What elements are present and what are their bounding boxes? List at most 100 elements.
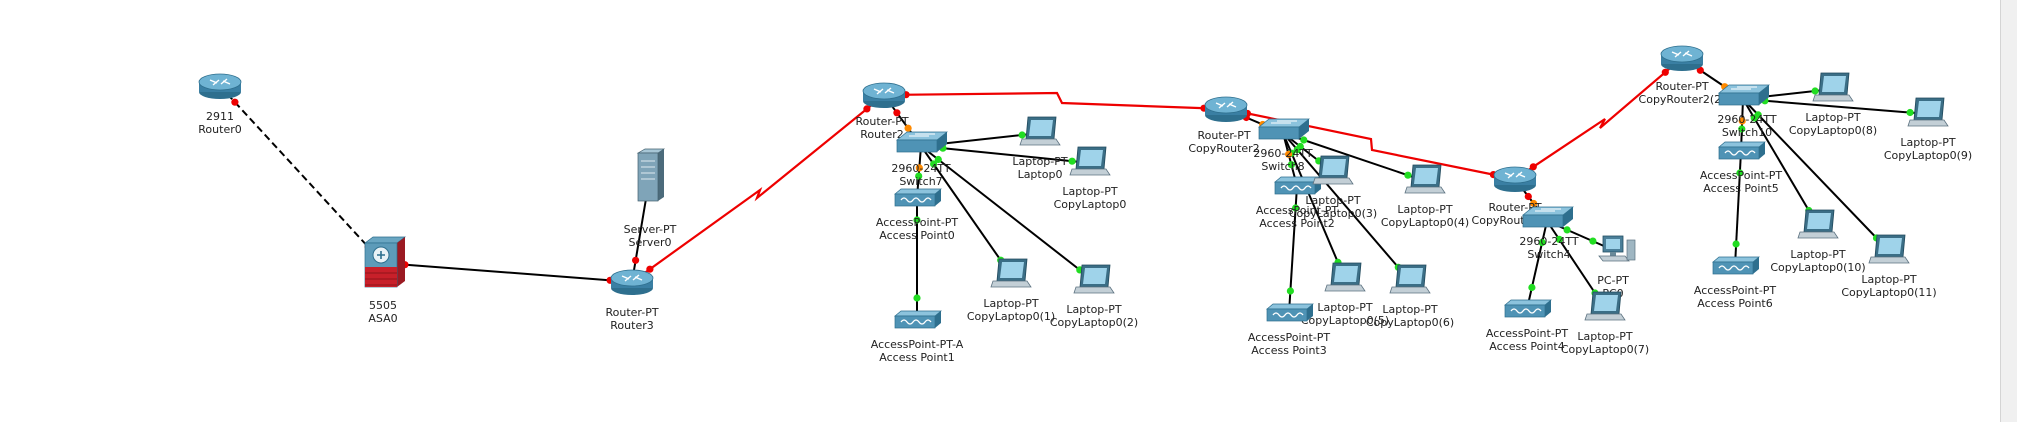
device-name-label: CopyLaptop0(4) [1381,216,1469,229]
port-status-switch10-ap5-b [1738,125,1746,133]
device-model-label: Laptop-PT [983,297,1038,310]
link-copyrouter2_1-to-copyrouter2_2[interactable] [1514,57,1683,180]
link-router2-to-copyrouter2[interactable] [883,91,1227,111]
server-icon [636,148,666,202]
device-name-label: Router2 [860,128,903,141]
access-point-icon [1712,256,1760,275]
link-switch8-to-copylaptop0_5[interactable] [1282,132,1346,280]
router-icon [1660,45,1704,71]
laptop-icon [1584,291,1626,321]
device-name-label: CopyLaptop0(1) [967,310,1055,323]
laptop-icon [1404,164,1446,194]
device-name-label: Access Point5 [1703,182,1778,195]
device-model-label: Server-PT [624,223,677,236]
device-name-label: CopyRouter2(2) [1639,93,1726,106]
laptop-icon [1389,264,1431,294]
link-switch7-to-copylaptop0_1[interactable] [920,145,1012,276]
device-name-label: Access Point1 [879,351,954,364]
link-router0-to-asa0[interactable] [219,85,384,264]
port-status-switch4-ap4-b [1528,283,1536,292]
device-pc0[interactable]: PC-PTPC0 [1597,235,1636,300]
link-switch7-to-copylaptop0[interactable] [920,145,1091,164]
device-model-label: Laptop-PT [1066,303,1121,316]
port-status-switch10-copylaptop0_8-b [1811,87,1819,95]
device-name-label: Router3 [610,319,653,332]
link-switch10-to-copylaptop0_9[interactable] [1742,98,1929,115]
device-model-label: 2960-24TT [891,162,950,175]
device-name-label: CopyLaptop0(9) [1884,149,1972,162]
device-model-label: AccessPoint-PT [1256,204,1339,217]
access-point-icon [1266,303,1314,322]
port-status-copyrouter2_1-copyrouter2_2-b [1661,68,1669,76]
router-icon [198,73,242,99]
link-switch8-to-copylaptop0_6[interactable] [1282,132,1411,282]
link-switch4-to-ap4[interactable] [1526,220,1548,310]
device-model-label: 2960-24TT [1519,235,1578,248]
device-model-label: Laptop-PT [1317,301,1372,314]
link-switch7-to-copylaptop0_2[interactable] [920,145,1095,282]
port-status-switch7-ap0-a [915,164,923,172]
port-status-switch4-ap4-a [1538,238,1546,247]
device-model-label: 5505 [369,299,397,312]
access-point-icon [894,310,942,329]
device-model-label: Laptop-PT [1012,155,1067,168]
device-model-label: 2960-24TT [1253,147,1312,160]
laptop-icon [1073,264,1115,294]
port-status-router0-asa0-a [231,98,239,106]
device-name-label: Access Point2 [1259,217,1334,230]
port-status-switch10-copylaptop0_11-a [1754,111,1762,119]
link-router3-to-router2[interactable] [631,94,885,283]
workspace-scroll-strip[interactable] [2000,0,2017,422]
port-status-ap5-ap6-a [1736,169,1744,177]
laptop-icon [1312,155,1354,185]
device-name-label: Access Point4 [1489,340,1564,353]
laptop-icon [1797,209,1839,239]
port-status-switch7-ap0-b [915,172,923,180]
device-name-label: Server0 [628,236,671,249]
port-status-ap2-ap3-a [1292,204,1300,212]
port-status-switch8-copylaptop0_6-a [1293,146,1301,154]
port-status-router3-router2-b [863,105,871,113]
device-name-label: Access Point0 [879,229,954,242]
router-icon [610,269,654,295]
link-asa0-to-router3[interactable] [382,262,633,283]
device-model-label: Laptop-PT [1062,185,1117,198]
device-name-label: CopyLaptop0(6) [1366,316,1454,329]
device-model-label: Laptop-PT [1397,203,1452,216]
device-model-label: Laptop-PT [1305,194,1360,207]
port-status-server0-router3-b [632,256,640,264]
link-switch10-to-copylaptop0_11[interactable] [1742,98,1890,252]
